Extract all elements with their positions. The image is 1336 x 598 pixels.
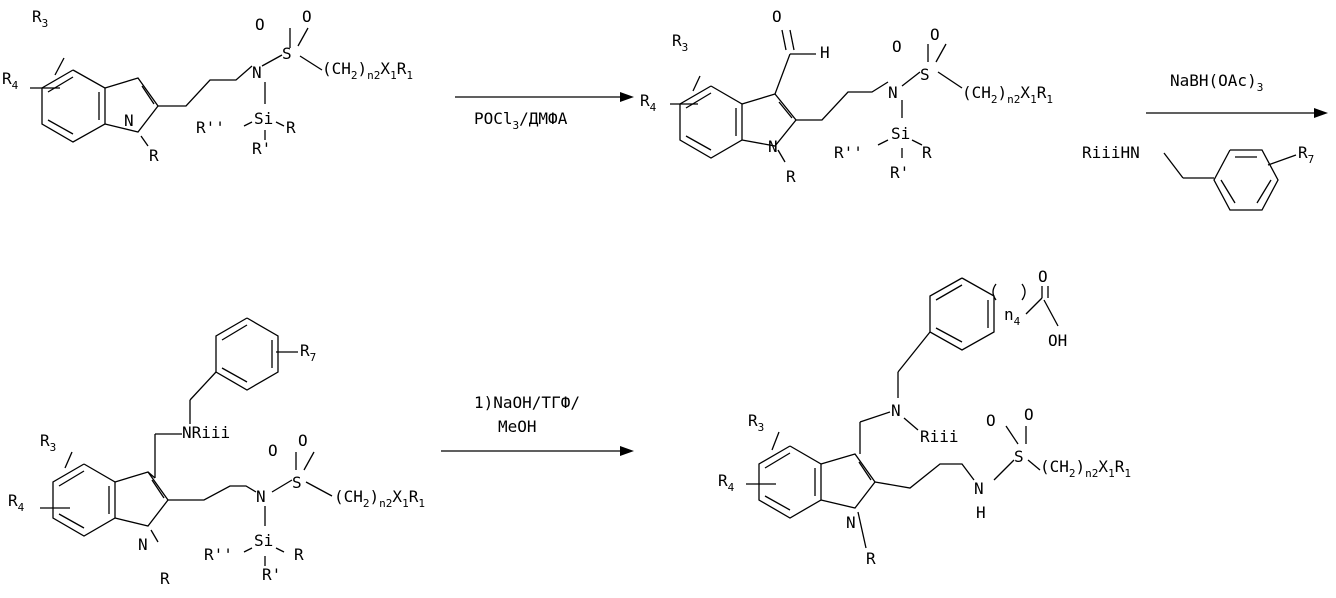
c3-o1-label: O (268, 441, 278, 460)
step2-reagent: NaBH(OAc)3 (1170, 71, 1263, 94)
c1-r4-label: R4 (2, 69, 19, 92)
c4-r-label: R (866, 549, 876, 568)
step1-reagent: POCl3/ДМФА (474, 109, 568, 132)
step3-line1: 1)NaOH/ТГФ/ (474, 393, 580, 412)
step2-amine-label: RiiiHN (1082, 143, 1140, 162)
c4-r4-label: R4 (718, 471, 735, 494)
compound-2-formyl-indole: R3 R4 N R O H N S O O (CH2)n2X1R1 Si R''… (640, 7, 1053, 186)
c1-r-label: R (149, 146, 159, 165)
c2-r-label: R (786, 167, 796, 186)
c4-n1-label: N (846, 513, 856, 532)
c4-oh-label: OH (1048, 331, 1067, 350)
c1-r1p-label: R' (252, 139, 271, 158)
c3-rr-label: R (294, 545, 304, 564)
c3-s-label: S (292, 473, 302, 492)
step3-line2: MeOH (498, 417, 537, 436)
c3-si-label: Si (254, 531, 273, 550)
c1-r2p-label: R'' (196, 118, 225, 137)
compound-3-benzylamine-indole: R7 NRiii R3 R4 N R N S O O (CH2)n2X1R1 (8, 317, 425, 588)
c2-n-sulf-label: N (888, 83, 898, 102)
reaction-arrow-2: NaBH(OAc)3 RiiiHN R7 (1082, 71, 1328, 211)
c1-o1-label: O (255, 15, 265, 34)
c3-r2p-label: R'' (204, 545, 233, 564)
reaction-arrow-1: POCl3/ДМФА (455, 92, 634, 132)
c2-rr-label: R (922, 143, 932, 162)
step2-r7-label: R7 (1298, 143, 1314, 166)
c4-riii-label: Riii (920, 427, 959, 446)
c3-n1-label: N (138, 535, 148, 554)
c1-r3-label: R3 (32, 7, 48, 30)
c4-r3-label: R3 (748, 411, 764, 434)
c3-r1p-label: R' (262, 565, 281, 584)
c3-r-label: R (160, 569, 170, 588)
c1-n1-label: N (124, 111, 134, 130)
compound-1-silyl-sulfonamide-indole: R3 R4 N R N S O O (CH2)n2X1R1 Si R'' R R… (2, 7, 413, 165)
c1-rr-label: R (286, 118, 296, 137)
c1-chain-label: (CH2)n2X1R1 (322, 59, 413, 82)
c4-s-label: S (1014, 447, 1024, 466)
c2-r2p-label: R'' (834, 143, 863, 162)
c2-o2-label: O (930, 25, 940, 44)
c2-s-label: S (920, 65, 930, 84)
reaction-arrow-3: 1)NaOH/ТГФ/ MeOH (441, 393, 634, 456)
c2-h-aldehyde-label: H (820, 43, 830, 62)
c3-r7-label: R7 (300, 341, 316, 364)
c3-nriii-label: NRiii (182, 423, 230, 442)
c2-r3-label: R3 (672, 31, 688, 54)
c2-n1-label: N (768, 137, 778, 156)
c3-o2-label: O (298, 431, 308, 450)
c3-r3-label: R3 (40, 431, 56, 454)
c2-o-aldehyde-label: O (772, 7, 782, 26)
c4-n4-label: n4 (1004, 305, 1021, 328)
c4-o-acid-label: O (1038, 267, 1048, 286)
c2-si-label: Si (891, 124, 910, 143)
c2-r1p-label: R' (890, 163, 909, 182)
c3-n-sulf-label: N (256, 487, 266, 506)
c2-chain-label: (CH2)n2X1R1 (962, 83, 1053, 106)
c4-o2-label: O (1024, 405, 1034, 424)
c4-nh-h-label: H (976, 503, 986, 522)
c1-n-sulf-label: N (252, 63, 262, 82)
c3-r4-label: R4 (8, 491, 25, 514)
c1-o2-label: O (302, 7, 312, 26)
compound-4-product: n4 O OH N Riii R3 R4 N R N H S O (718, 267, 1131, 568)
c2-o1-label: O (892, 37, 902, 56)
c3-chain-label: (CH2)n2X1R1 (334, 487, 425, 510)
c2-r4-label: R4 (640, 91, 657, 114)
c4-o1-label: O (986, 411, 996, 430)
c4-n-amine-label: N (891, 401, 901, 420)
c4-nh-n-label: N (974, 479, 984, 498)
c1-s-label: S (282, 44, 292, 63)
c1-si-label: Si (254, 109, 273, 128)
c4-chain-label: (CH2)n2X1R1 (1040, 457, 1131, 480)
